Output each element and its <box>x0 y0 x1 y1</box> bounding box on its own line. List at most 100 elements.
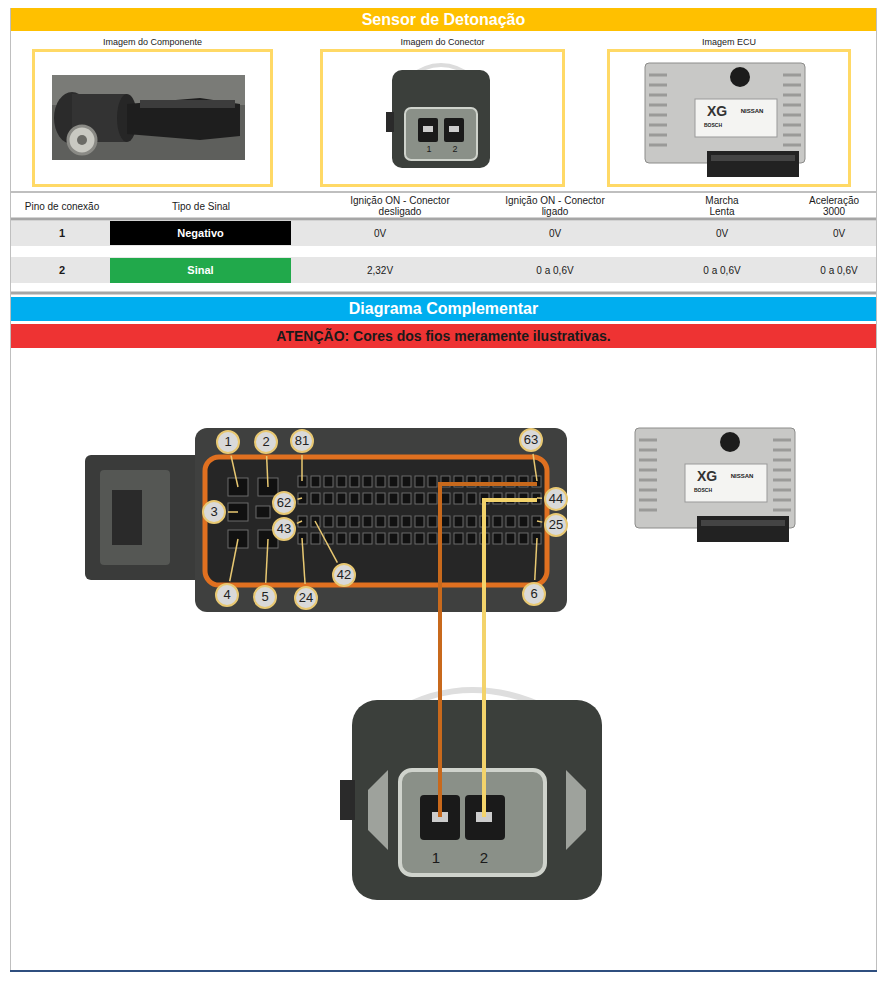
leader-line <box>301 455 303 481</box>
table-rule <box>11 292 876 295</box>
connector-pin <box>467 533 476 544</box>
connector-pin <box>415 493 424 504</box>
illustration-part <box>368 770 388 850</box>
sensor-connector-photo <box>386 65 490 168</box>
leader-line <box>537 521 542 522</box>
connector-pin <box>428 476 437 487</box>
callout-circle: 4 <box>212 583 242 607</box>
table-header: Tipo de Sinal <box>141 201 261 212</box>
illustration-part <box>386 112 394 132</box>
leader-line <box>297 498 302 499</box>
table-cell: 0 a 0,6V <box>687 265 757 276</box>
connector-pin <box>324 476 333 487</box>
wires <box>440 484 537 817</box>
pin-number: 2 <box>448 145 462 155</box>
illustration-part <box>256 506 270 518</box>
connector-pin <box>441 516 450 527</box>
connector-pin <box>363 493 372 504</box>
callout-number: 3 <box>199 500 229 524</box>
callout-number: 44 <box>541 487 571 511</box>
pin-number: 1 <box>426 850 446 867</box>
illustration-part <box>444 118 464 142</box>
panel-heading: Imagem do Conector <box>323 37 562 48</box>
illustration-part <box>340 780 355 820</box>
connector-pin <box>428 493 437 504</box>
connector-pin <box>402 476 411 487</box>
connector-pin <box>363 476 372 487</box>
leader-line <box>297 521 302 523</box>
callout-circle: 24 <box>291 586 321 610</box>
connector-pin <box>415 476 424 487</box>
connector-pin <box>428 533 437 544</box>
connector-pin <box>324 533 333 544</box>
box-text: Diagrama Complementar <box>349 300 538 318</box>
title-band <box>11 8 876 31</box>
illustration-part <box>228 503 248 521</box>
callout-circle: 42 <box>329 563 359 587</box>
connector-pin <box>311 476 320 487</box>
connector-pin <box>519 533 528 544</box>
leader-line <box>267 456 268 487</box>
callout-circle: 1 <box>213 430 243 454</box>
connector-pin <box>415 516 424 527</box>
page-bottom-line <box>10 970 877 972</box>
connector-pin <box>493 533 502 544</box>
connector-pin <box>324 516 333 527</box>
illustration-part <box>140 100 235 108</box>
connector-pin <box>415 533 424 544</box>
callout-number: 62 <box>269 491 299 515</box>
ecu-model: XG <box>702 104 732 119</box>
leader-line <box>302 538 305 584</box>
image-panel: Imagem ECU <box>607 49 851 187</box>
connector-pin <box>402 516 411 527</box>
illustration-part <box>195 428 567 612</box>
pin-number: 2 <box>42 264 82 276</box>
illustration-part <box>298 476 541 544</box>
callout-circle: 81 <box>287 429 317 453</box>
connector-pin <box>441 533 450 544</box>
illustration-part <box>405 108 477 160</box>
connector-pin <box>428 516 437 527</box>
connector-pin <box>454 493 463 504</box>
callout-circle: 43 <box>269 517 299 541</box>
illustration-part <box>228 454 542 584</box>
connector-pin <box>506 533 515 544</box>
callout-circle: 44 <box>541 487 571 511</box>
table-cell: 2,32V <box>345 265 415 276</box>
illustration-part <box>400 770 545 875</box>
panel-heading: Imagem ECU <box>610 37 848 48</box>
ecu-brand: NISSAN <box>725 473 759 480</box>
connector-pin <box>389 516 398 527</box>
table-cell: 0V <box>809 228 869 239</box>
connector-pin <box>337 493 346 504</box>
signal-type-box: Sinal <box>110 258 291 283</box>
illustration-part <box>100 470 170 565</box>
table-cell: 0 a 0,6V <box>520 265 590 276</box>
image-panel: Imagem do Conector <box>320 49 565 187</box>
connector-pin <box>363 533 372 544</box>
illustration-part <box>127 98 240 140</box>
connector-pin <box>350 516 359 527</box>
leader-line <box>315 521 337 563</box>
illustration-part <box>52 75 245 160</box>
sensor-connector-drawing <box>340 690 602 900</box>
leader-line <box>228 511 238 513</box>
box-text: Negativo <box>177 227 223 240</box>
wire <box>484 500 537 817</box>
leader-line <box>231 456 238 487</box>
ecu-photo <box>645 63 805 177</box>
connector-pin <box>350 493 359 504</box>
callout-circle: 2 <box>251 430 281 454</box>
leader-line <box>230 539 238 581</box>
ecu-photo <box>635 428 795 542</box>
page-frame <box>11 9 877 972</box>
callout-number: 42 <box>329 563 359 587</box>
callout-circle: 62 <box>269 491 299 515</box>
callout-number: 1 <box>213 430 243 454</box>
connector-pin <box>298 493 307 504</box>
ecu-brand: BOSCH <box>698 123 728 129</box>
connector-pin <box>454 533 463 544</box>
table-header: Ignição ON - Conector desligado <box>345 195 455 217</box>
connector-pin <box>350 476 359 487</box>
